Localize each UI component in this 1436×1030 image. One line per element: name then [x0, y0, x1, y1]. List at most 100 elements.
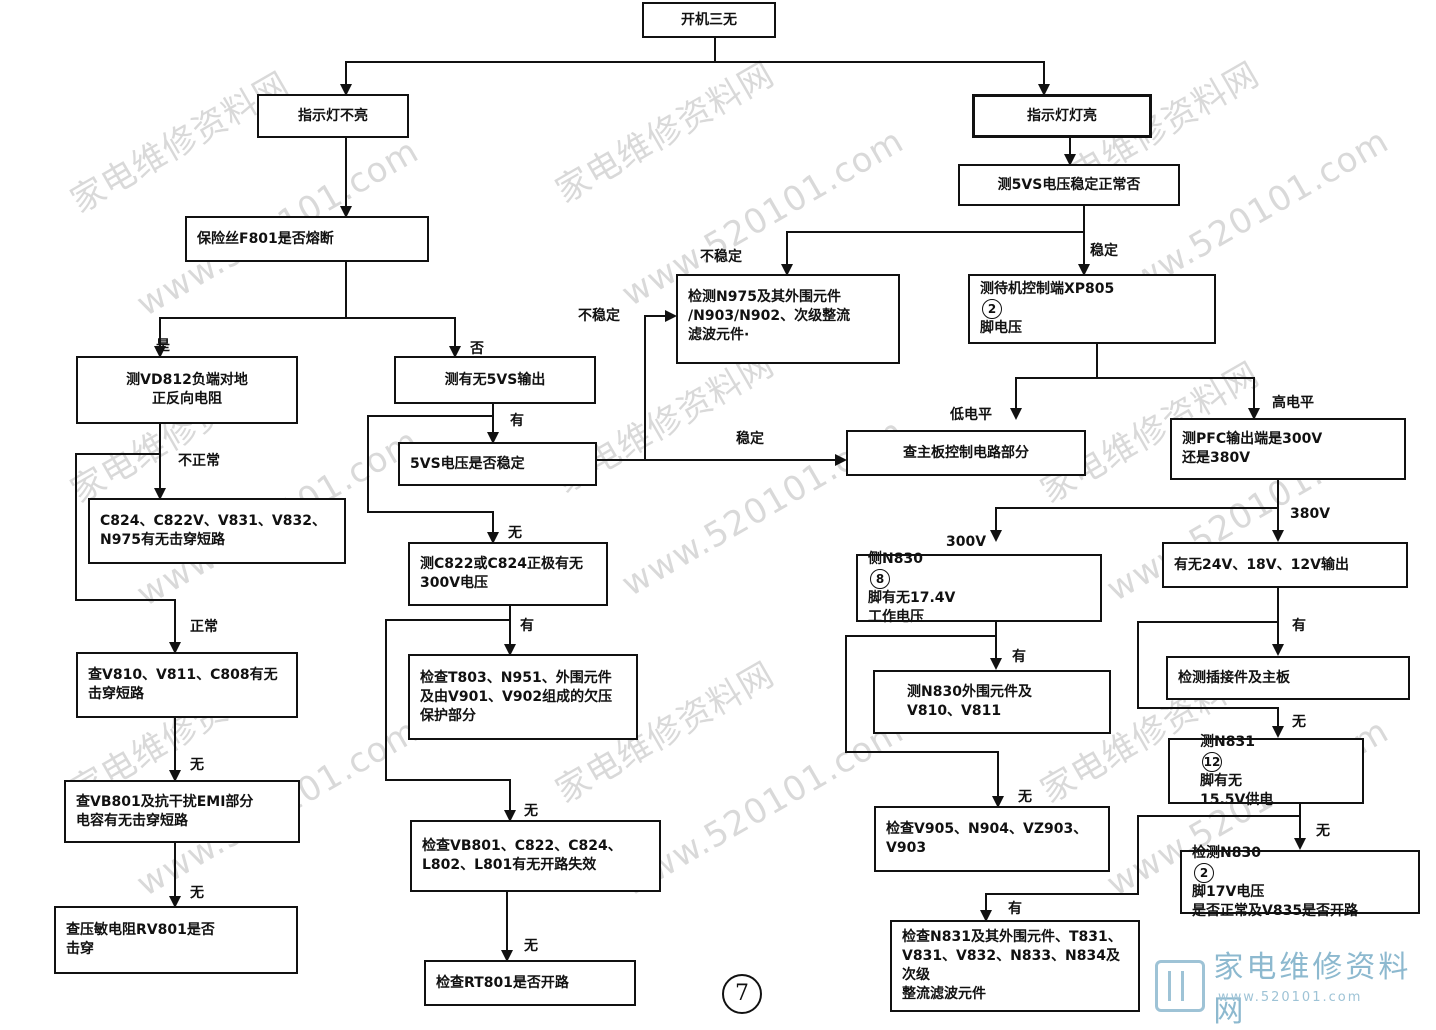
- arrow-high: [1097, 377, 1260, 420]
- arrow-unstable-to-n975b: [781, 231, 1084, 276]
- n831-line1-pre: 测N831: [1200, 733, 1255, 750]
- label-has: 有: [1008, 901, 1022, 917]
- arrow-low: [1010, 344, 1098, 420]
- label-none: 无: [1018, 789, 1032, 805]
- n831ext-node: 检查N831及其外围元件、T831、V831、V832、N833、N834及次级…: [890, 920, 1140, 1012]
- label-none: 无: [524, 803, 538, 819]
- t803-line3: 保护部分: [420, 707, 476, 724]
- n831ext-line3: 整流滤波元件: [902, 986, 986, 1002]
- logo-text: 家电维修资料网: [1213, 950, 1412, 1029]
- n830b-line2: 是否正常及V835是否开路: [1192, 902, 1359, 919]
- pfc-node: 测PFC输出端是300V 还是380V: [1170, 418, 1406, 480]
- vd812-line1: 测VD812负端对地: [126, 372, 248, 388]
- label-none: 无: [524, 938, 538, 954]
- page-number: 7: [722, 974, 762, 1014]
- label-has: 有: [1292, 618, 1306, 634]
- n830ext-node: 测N830外围元件及 V810、V811: [873, 670, 1111, 734]
- pin-8-circle: 8: [870, 568, 890, 589]
- stable5vs-node: 5VS电压是否稳定: [398, 442, 597, 486]
- v905-line2: V903: [886, 840, 927, 856]
- arrow-n831-has: [980, 815, 1300, 922]
- pfc-line2: 还是380V: [1182, 450, 1251, 466]
- label-unstable: 不稳定: [700, 249, 742, 265]
- n975-node: 检测N975及其外围元件/N903/N902、次级整流滤波元件·: [676, 274, 900, 364]
- t803-line2: 及由V901、V902组成的欠压: [420, 688, 613, 705]
- pin-12-circle: 12: [1202, 751, 1222, 772]
- v905-line1: 检查V905、N904、VZ903、: [886, 821, 1088, 837]
- indicator-off-label: 指示灯不亮: [298, 107, 368, 124]
- n831-line2: 15.5V供电: [1200, 791, 1274, 808]
- arrow-start-to-indicator-on: [715, 61, 1050, 96]
- vb801-line2: 电容有无击穿短路: [76, 812, 188, 829]
- label-unstable: 不稳定: [578, 308, 620, 324]
- n830-line1-post: 脚有无17.4V: [868, 589, 956, 606]
- vb801b-line2: L802、L801有无开路失效: [422, 857, 597, 873]
- outputs-label: 有无24V、18V、12V输出: [1174, 556, 1349, 573]
- n830b-line1-pre: 检测N830: [1192, 844, 1261, 861]
- label-low-level: 低电平: [950, 407, 992, 423]
- n975-line2: /N903/N902、次级整流: [688, 308, 851, 324]
- rt801-label: 检查RT801是否开路: [436, 974, 569, 991]
- label-none: 无: [190, 757, 204, 773]
- measure5vs-label: 测5VS电压稳定正常否: [997, 176, 1141, 193]
- n830-line2: 工作电压: [868, 608, 924, 625]
- n831ext-line1: 检查N831及其外围元件、T831、: [902, 929, 1122, 945]
- pfc-line1: 测PFC输出端是300V: [1182, 431, 1323, 447]
- arrow-fuse-no: [346, 317, 461, 358]
- vb801b-node: 检查VB801、C822、C824、 L802、L801有无开路失效: [410, 820, 661, 892]
- mainboard-node: 查主板控制电路部分: [846, 430, 1086, 476]
- has5vs-node: 测有无5VS输出: [394, 356, 596, 404]
- logo-icon: [1155, 960, 1206, 1012]
- c824-line1: C824、C822V、V831、V832、: [100, 513, 326, 529]
- arrow-5vs-none: [367, 415, 499, 544]
- pin-2-circle: 2: [1194, 862, 1214, 883]
- vb801-line1: 查VB801及抗干扰EMI部分: [76, 793, 254, 810]
- site-logo: 家电维修资料网: [1155, 942, 1436, 1030]
- arrow-unstable-to-n975: [644, 310, 677, 460]
- fuse-label: 保险丝F801是否熔断: [197, 230, 334, 247]
- indicator-on-node: 指示灯灯亮: [972, 94, 1152, 138]
- rv801-node: 查压敏电阻RV801是否击穿: [54, 906, 298, 974]
- label-yes: 是: [156, 338, 170, 354]
- label-high-level: 高电平: [1272, 395, 1314, 411]
- logo-url: www.520101.com: [1218, 990, 1363, 1005]
- mainboard-label: 查主板控制电路部分: [903, 444, 1029, 461]
- label-stable: 稳定: [736, 431, 764, 447]
- label-none: 无: [1292, 714, 1306, 730]
- label-has: 有: [520, 618, 534, 634]
- arrow-300v: [990, 507, 1278, 542]
- n975-line3: 滤波元件·: [688, 327, 750, 343]
- n830ext-line1: 测N830外围元件及: [907, 684, 1032, 700]
- start-node-label: 开机三无: [681, 11, 737, 28]
- rv801-line2: 击穿: [66, 941, 94, 957]
- v905-node: 检查V905、N904、VZ903、 V903: [874, 806, 1110, 872]
- v810-node: 查V810、V811、C808有无击穿短路: [76, 652, 298, 718]
- label-none: 无: [508, 525, 522, 541]
- label-none: 无: [190, 885, 204, 901]
- n830b-line1-post: 脚17V电压: [1192, 883, 1265, 900]
- n975-line1: 检测N975及其外围元件: [688, 289, 841, 305]
- has5vs-label: 测有无5VS输出: [444, 371, 546, 388]
- pin-2-circle: 2: [982, 299, 1002, 319]
- vb801b-line1: 检查VB801、C822、C824、: [422, 838, 622, 854]
- t803-line1: 检查T803、N951、外围元件: [420, 669, 612, 686]
- rv801-line1: 查压敏电阻RV801是否: [66, 922, 215, 938]
- vd812-line2: 正反向电阻: [152, 391, 222, 407]
- label-none: 无: [1316, 823, 1330, 839]
- n831-line1-post: 脚有无: [1200, 772, 1242, 789]
- n830ext-line2: V810、V811: [907, 703, 1002, 719]
- v810-line1: 查V810、V811、C808有无: [88, 667, 278, 683]
- arrow-c822-none: [385, 619, 516, 822]
- stable5vs-label: 5VS电压是否稳定: [410, 455, 525, 472]
- connectors-node: 检测插接件及主板: [1166, 656, 1410, 700]
- label-has: 有: [510, 413, 524, 429]
- outputs-node: 有无24V、18V、12V输出: [1162, 542, 1408, 588]
- label-normal: 正常: [190, 619, 218, 635]
